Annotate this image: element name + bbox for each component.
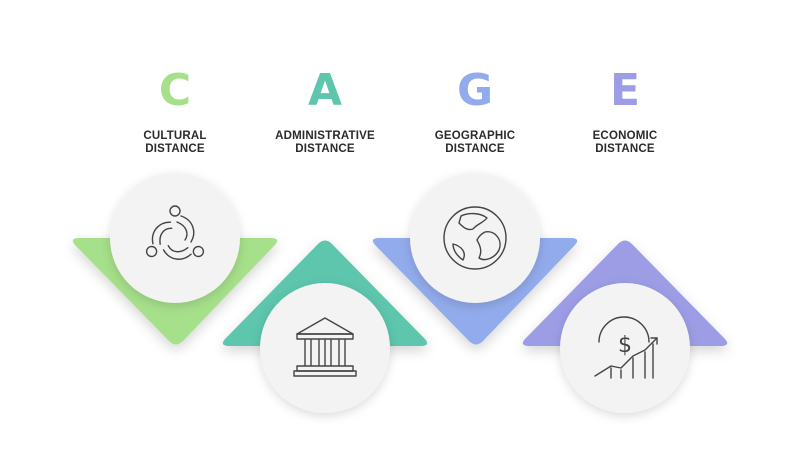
label-administrative-distance: ADMINISTRATIVE DISTANCE	[250, 130, 400, 156]
letter-g: G	[456, 65, 494, 116]
label-line-1: GEOGRAPHIC	[434, 130, 516, 142]
label-line-1: ECONOMIC	[592, 130, 658, 142]
svg-text:$: $	[618, 333, 632, 358]
letter-a: A	[307, 65, 343, 116]
label-line-2: DISTANCE	[595, 143, 655, 155]
label-geographic-distance: GEOGRAPHIC DISTANCE	[400, 130, 550, 156]
circle-cultural	[110, 173, 240, 303]
label-cultural-distance: CULTURAL DISTANCE	[100, 130, 250, 156]
globe-icon	[443, 206, 507, 270]
label-economic-distance: ECONOMIC DISTANCE	[550, 130, 700, 156]
circle-geographic	[410, 173, 540, 303]
people-cycle-icon	[145, 205, 205, 260]
circle-economic	[560, 283, 690, 413]
label-line-2: DISTANCE	[445, 143, 505, 155]
dollar-growth-icon: $	[594, 316, 658, 379]
letter-c: C	[158, 65, 192, 116]
label-line-1: ADMINISTRATIVE	[275, 130, 375, 142]
label-line-2: DISTANCE	[145, 143, 205, 155]
label-line-1: CULTURAL	[143, 130, 207, 142]
letter-e: E	[609, 65, 641, 116]
government-building-icon	[293, 317, 357, 377]
label-line-2: DISTANCE	[295, 143, 355, 155]
